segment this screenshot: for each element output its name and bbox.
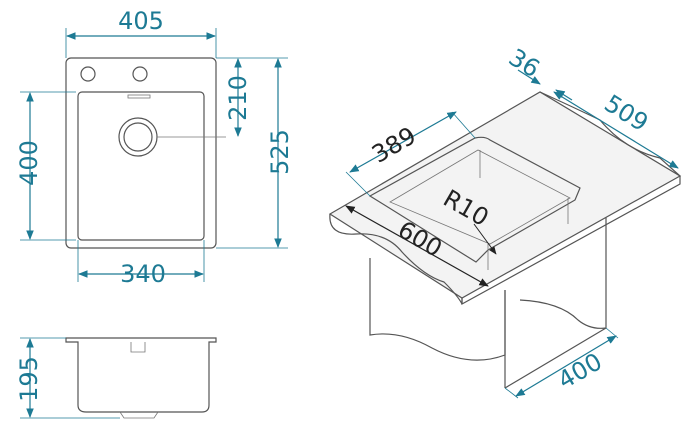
sink-opening bbox=[368, 136, 581, 263]
dim-thickness: 36 bbox=[504, 43, 545, 83]
side-bowl-outline bbox=[65, 337, 217, 413]
drain-outer bbox=[118, 117, 158, 157]
side-drain bbox=[119, 411, 159, 419]
top-view: 405 400 340 210 525 bbox=[15, 7, 294, 288]
worktop-front-thickness bbox=[461, 176, 681, 306]
cabinet-left-panel bbox=[369, 258, 506, 361]
dim-bowl-depth: 400 bbox=[15, 140, 43, 186]
ext-line bbox=[504, 387, 519, 399]
iso-view: 36 509 389 R10 600 400 bbox=[328, 43, 682, 399]
dim-inner-width: 389 bbox=[367, 121, 421, 168]
dim-cabinet-depth: 509 bbox=[599, 89, 653, 137]
dim-overall-width: 405 bbox=[118, 7, 164, 35]
side-overflow bbox=[130, 342, 146, 353]
overflow-slot bbox=[127, 94, 151, 99]
dim-bowl-height: 195 bbox=[15, 356, 43, 402]
dim-line-509 bbox=[553, 91, 679, 169]
tap-hole-left bbox=[80, 66, 96, 82]
dim-line-600 bbox=[345, 205, 489, 287]
dim-line-36 bbox=[517, 69, 541, 85]
drain-inner bbox=[123, 122, 153, 152]
bowl-outline bbox=[77, 91, 205, 241]
side-view: 195 bbox=[15, 337, 217, 419]
dim-bowl-width: 340 bbox=[120, 260, 166, 288]
dim-line-400-base bbox=[515, 335, 617, 397]
dim-drain-offset: 210 bbox=[224, 75, 252, 121]
ext-line bbox=[345, 171, 371, 197]
cabinet-right-panel bbox=[519, 212, 607, 329]
dim-line-389 bbox=[349, 111, 457, 173]
sink-outline bbox=[65, 57, 217, 249]
dim-overall-depth: 525 bbox=[266, 129, 294, 175]
tap-hole-right bbox=[132, 66, 148, 82]
ext-line bbox=[451, 111, 476, 139]
